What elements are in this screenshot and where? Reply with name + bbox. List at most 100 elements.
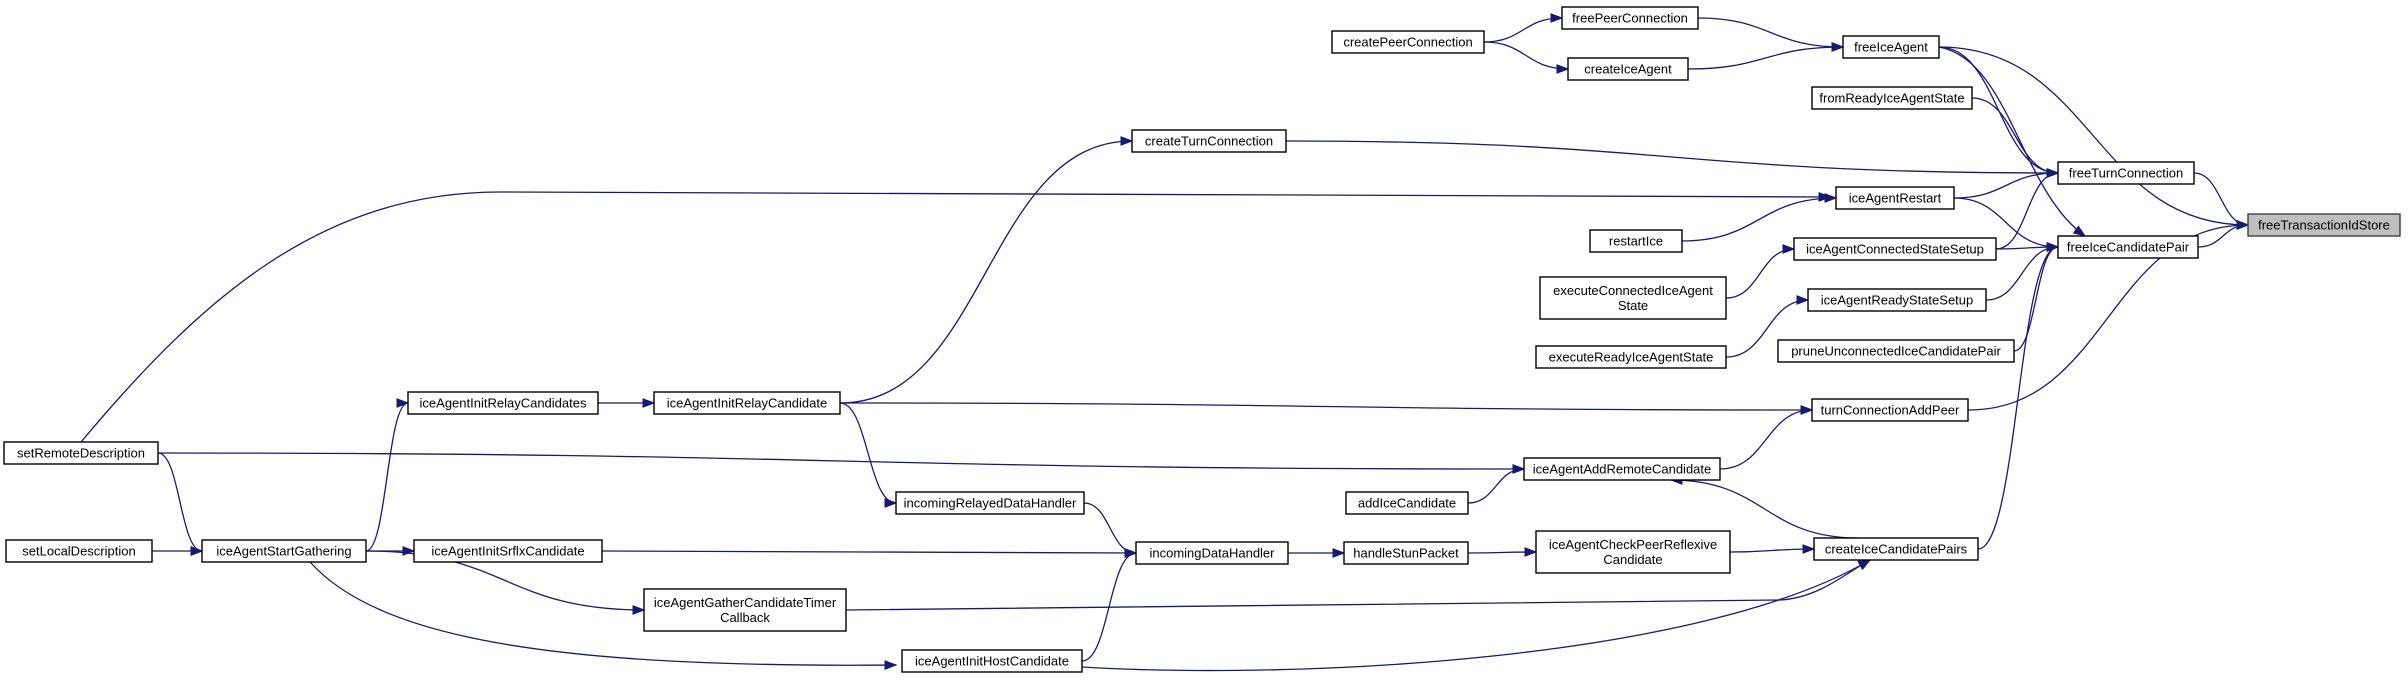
edge-line [1285, 140, 2059, 174]
edge-fromReadyIceAgentState-to-freeTurnConnection [1971, 97, 2060, 178]
node-box [1539, 276, 1727, 320]
node-createIceCandidatePairs[interactable]: createIceCandidatePairs [1813, 537, 1979, 561]
node-label: freeIceCandidatePair [2067, 240, 2190, 255]
node-box [407, 391, 599, 415]
edge-arrowhead [2236, 220, 2250, 230]
node-iceAgentRestart[interactable]: iceAgentRestart [1835, 186, 1955, 210]
edge-freeTurnConnection-to-freeTransactionIdStore [2193, 172, 2250, 230]
node-label: iceAgentCheckPeerReflexive [1549, 537, 1717, 552]
edge-line [157, 452, 203, 552]
node-turnConnectionAddPeer[interactable]: turnConnectionAddPeer [1811, 398, 1969, 422]
node-iceAgentReadyStateSetup[interactable]: iceAgentReadyStateSetup [1807, 288, 1987, 312]
edge-arrowhead [1782, 244, 1796, 254]
node-incomingDataHandler[interactable]: incomingDataHandler [1135, 541, 1289, 565]
node-label: Callback [720, 610, 770, 625]
edge-line [1681, 197, 1837, 242]
edge-arrowhead [396, 398, 410, 408]
edge-line [1467, 468, 1525, 504]
node-label: State [1618, 298, 1648, 313]
node-label: setLocalDescription [22, 544, 135, 559]
node-label: iceAgentInitRelayCandidates [420, 396, 587, 411]
node-freeIceCandidatePair[interactable]: freeIceCandidatePair [2057, 235, 2199, 259]
node-box [1811, 398, 1969, 422]
node-box [1523, 457, 1721, 481]
node-iceAgentInitHostCandidate[interactable]: iceAgentInitHostCandidate [901, 649, 1083, 673]
edge-line [1725, 299, 1809, 358]
node-label: incomingRelayedDataHandler [904, 496, 1077, 511]
node-incomingRelayedDataHandler[interactable]: incomingRelayedDataHandler [895, 491, 1085, 515]
node-freeIceAgent[interactable]: freeIceAgent [1842, 35, 1940, 59]
node-label: createIceAgent [1584, 62, 1672, 77]
node-box [1842, 35, 1940, 59]
edge-arrowhead [1824, 193, 1838, 203]
node-label: executeReadyIceAgentState [1549, 350, 1714, 365]
edge-line [601, 550, 1137, 554]
edge-addIceCandidate-to-iceAgentAddRemoteCandidate [1467, 464, 1526, 504]
edge-createIceAgent-to-freeIceAgent [1687, 42, 1845, 70]
call-graph-edges [80, 13, 2250, 672]
node-handleStunPacket[interactable]: handleStunPacket [1343, 541, 1469, 565]
node-createIceAgent[interactable]: createIceAgent [1567, 57, 1689, 81]
edge-freeIceAgent-to-freeTurnConnection [1938, 46, 2060, 178]
node-createPeerConnection[interactable]: createPeerConnection [1331, 30, 1485, 54]
edge-iceAgentInitRelayCandidate-to-turnConnectionAddPeer [839, 402, 1814, 415]
node-box [2057, 161, 2195, 185]
edge-line [1081, 559, 1871, 672]
edge-arrowhead [190, 546, 204, 556]
edge-createTurnConnection-to-freeTurnConnection [1285, 140, 2060, 178]
node-setLocalDescription[interactable]: setLocalDescription [5, 539, 153, 563]
node-freePeerConnection[interactable]: freePeerConnection [1561, 6, 1699, 30]
edge-handleStunPacket-to-iceAgentCheckPeerReflexiveCandidate [1467, 547, 1538, 557]
node-label: executeConnectedIceAgent [1553, 283, 1713, 298]
node-pruneUnconnectedIceCandidatePair[interactable]: pruneUnconnectedIceCandidatePair [1777, 339, 2015, 363]
node-iceAgentConnectedStateSetup[interactable]: iceAgentConnectedStateSetup [1793, 237, 1997, 261]
node-box [1343, 541, 1469, 565]
node-label: iceAgentGatherCandidateTimer [654, 595, 837, 610]
node-iceAgentStartGathering[interactable]: iceAgentStartGathering [201, 539, 367, 563]
node-iceAgentInitSrflxCandidate[interactable]: iceAgentInitSrflxCandidate [413, 539, 603, 563]
edge-iceAgentStartGathering-to-iceAgentInitHostCandidate [309, 561, 898, 671]
node-iceAgentInitRelayCandidates[interactable]: iceAgentInitRelayCandidates [407, 391, 599, 415]
edge-executeReadyIceAgentState-to-iceAgentReadyStateSetup [1725, 295, 1810, 358]
node-createTurnConnection[interactable]: createTurnConnection [1131, 129, 1287, 153]
edge-arrowhead [1124, 548, 1138, 558]
edge-iceAgentCheckPeerReflexiveCandidate-to-createIceCandidatePairs [1729, 544, 1816, 554]
node-restartIce[interactable]: restartIce [1589, 229, 1683, 253]
edge-arrowhead [1120, 136, 1134, 146]
node-freeTurnConnection[interactable]: freeTurnConnection [2057, 161, 2195, 185]
node-box [1813, 537, 1979, 561]
node-label: freeIceAgent [1854, 40, 1928, 55]
node-box [1589, 229, 1683, 253]
node-label: iceAgentInitSrflxCandidate [431, 544, 584, 559]
node-label: freeTransactionIdStore [2258, 218, 2390, 233]
node-box [895, 491, 1085, 515]
node-iceAgentInitRelayCandidate[interactable]: iceAgentInitRelayCandidate [653, 391, 841, 415]
node-label: addIceCandidate [1358, 496, 1456, 511]
node-box [201, 539, 367, 563]
node-fromReadyIceAgentState[interactable]: fromReadyIceAgentState [1811, 86, 1973, 110]
edge-arrowhead [1550, 13, 1564, 23]
node-addIceCandidate[interactable]: addIceCandidate [1345, 491, 1469, 515]
edge-line [1729, 548, 1815, 553]
node-box [2247, 213, 2401, 237]
node-label: setRemoteDescription [17, 446, 145, 461]
node-box [3, 441, 159, 465]
node-label: iceAgentConnectedStateSetup [1806, 242, 1984, 257]
edge-line [157, 452, 1525, 470]
node-iceAgentAddRemoteCandidate[interactable]: iceAgentAddRemoteCandidate [1523, 457, 1721, 481]
edge-line [1483, 17, 1563, 43]
edge-executeConnectedIceAgentState-to-iceAgentConnectedStateSetup [1725, 244, 1796, 299]
node-setRemoteDescription[interactable]: setRemoteDescription [3, 441, 159, 465]
node-freeTransactionIdStore[interactable]: freeTransactionIdStore [2247, 213, 2401, 237]
edge-iceAgentInitRelayCandidates-to-iceAgentInitRelayCandidate [598, 398, 656, 408]
edge-line [1938, 46, 2249, 226]
edge-line [1483, 41, 1569, 70]
node-label: turnConnectionAddPeer [1821, 403, 1960, 418]
node-label: iceAgentReadyStateSetup [1821, 293, 1974, 308]
edge-line [2013, 246, 2059, 352]
edge-freeIceAgent-to-freeTransactionIdStore [1938, 46, 2250, 230]
node-executeReadyIceAgentState[interactable]: executeReadyIceAgentState [1535, 345, 1727, 369]
